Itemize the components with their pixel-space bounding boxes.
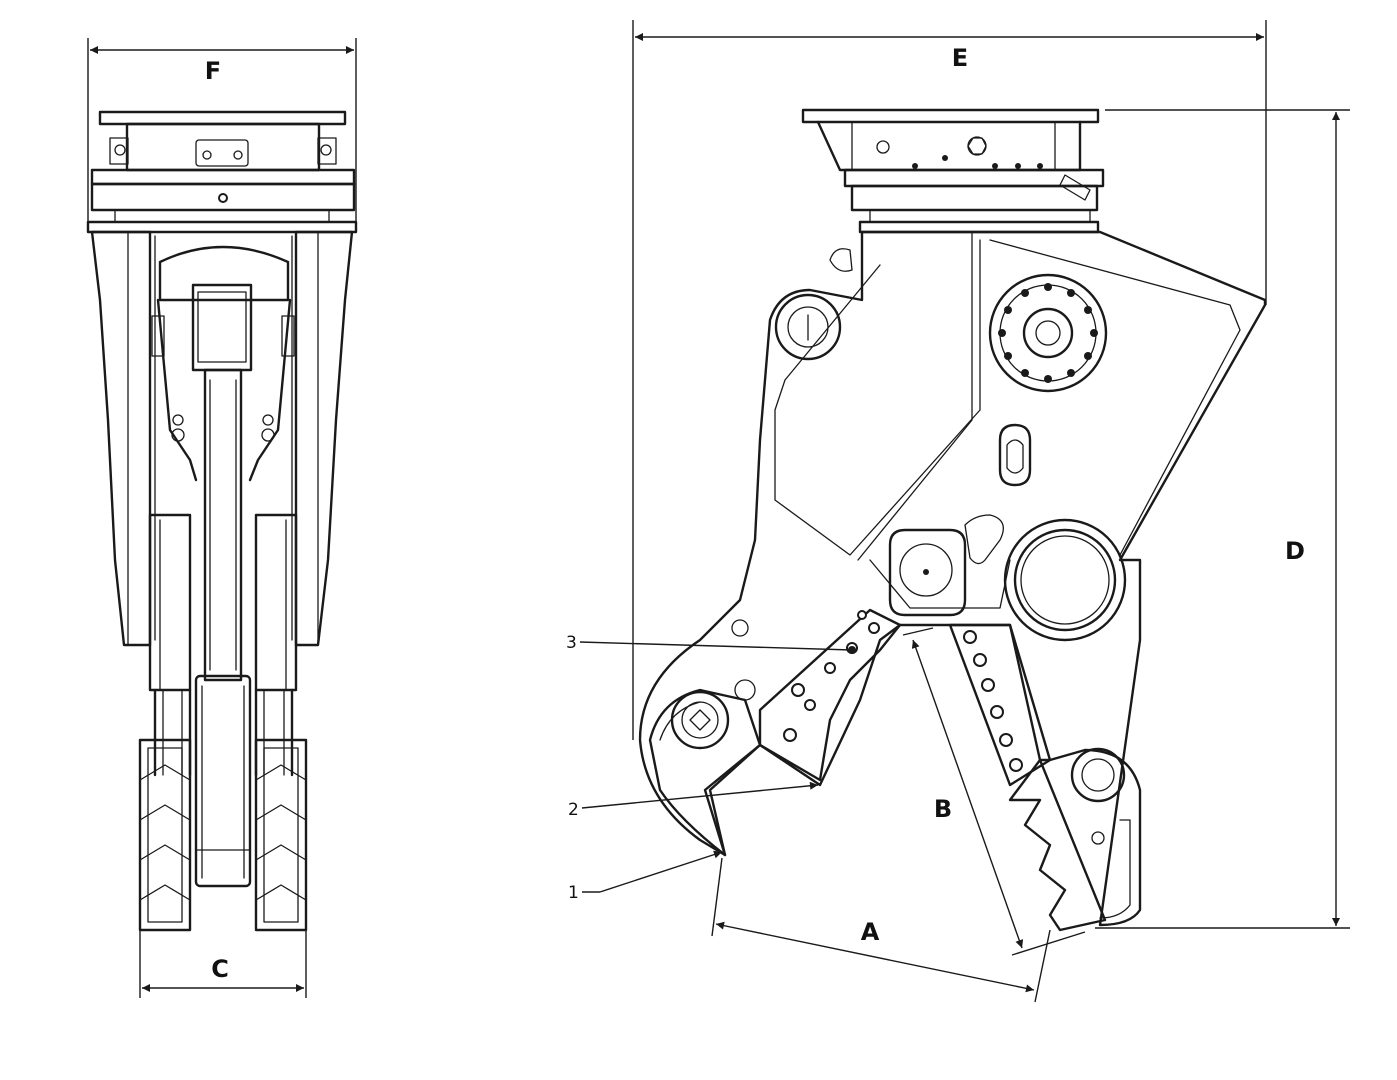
dimension-label-B: B — [934, 795, 952, 823]
callout-1: 1 — [568, 850, 723, 903]
dimension-C: C — [139, 930, 307, 998]
dimension-A: A — [711, 857, 1051, 1003]
dimension-label-A: A — [861, 918, 880, 946]
callout-3: 3 — [566, 633, 856, 654]
dimension-label-C: C — [211, 955, 229, 983]
dimension-label-F: F — [205, 57, 221, 85]
dimension-B: B — [902, 627, 1086, 956]
dimension-E: E — [632, 20, 1267, 740]
callout-2: 2 — [568, 781, 819, 820]
dimension-D: D — [1095, 109, 1350, 929]
front-view — [86, 110, 358, 932]
callout-label-1: 1 — [568, 883, 579, 903]
callout-label-2: 2 — [568, 800, 579, 820]
callout-label-3: 3 — [566, 633, 577, 653]
side-view — [638, 108, 1267, 932]
dimension-label-E: E — [952, 44, 968, 72]
dimension-label-D: D — [1285, 537, 1305, 565]
dimension-F: F — [87, 38, 357, 225]
